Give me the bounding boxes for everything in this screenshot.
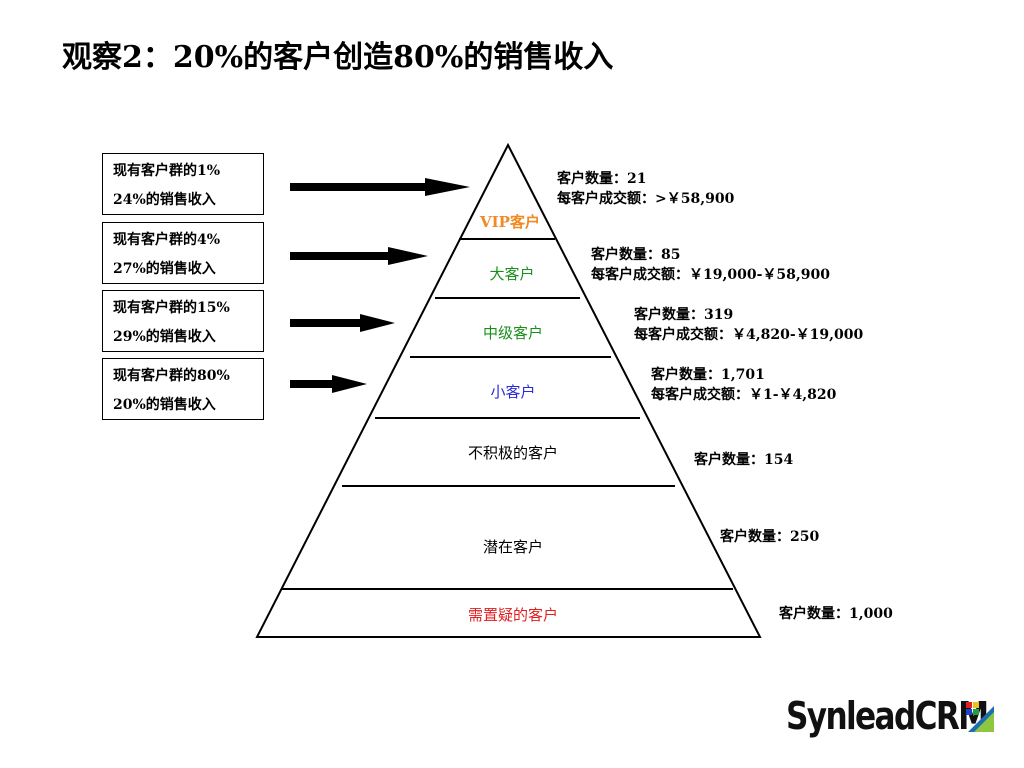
segment-box-top15: 现有客户群的15% 29%的销售收入 — [102, 290, 264, 352]
segment-share-label: 现有客户群的4% — [113, 232, 221, 248]
tier-stats-medium: 客户数量：319 每客户成交额：￥4,820-￥19,000 — [634, 305, 863, 345]
deal-amount: 每客户成交额：￥1-￥4,820 — [651, 387, 837, 403]
segment-box-top1: 现有客户群的1% 24%的销售收入 — [102, 153, 264, 215]
segment-box-top4: 现有客户群的4% 27%的销售收入 — [102, 222, 264, 284]
deal-amount: 每客户成交额：>￥58,900 — [557, 191, 735, 207]
segment-share-label: 现有客户群的1% — [113, 163, 221, 179]
arrow-right-icon — [290, 375, 367, 393]
customer-count: 客户数量：1,000 — [779, 606, 893, 622]
customer-count: 客户数量：154 — [694, 452, 794, 468]
tier-label-small: 小客户 — [490, 383, 536, 401]
logo-mark-icon — [966, 702, 994, 732]
pyramid-outline — [255, 142, 762, 638]
tier-stats-inactive: 客户数量：154 — [694, 450, 793, 470]
deal-amount: 每客户成交额：￥4,820-￥19,000 — [634, 327, 864, 343]
customer-count: 客户数量：21 — [557, 171, 647, 187]
tier-stats-small: 客户数量：1,701 每客户成交额：￥1-￥4,820 — [651, 365, 836, 405]
customer-count: 客户数量：319 — [634, 307, 734, 323]
tier-stats-large: 客户数量：85 每客户成交额：￥19,000-￥58,900 — [591, 245, 830, 285]
tier-label-vip: VIP客户 — [480, 213, 540, 231]
deal-amount: 每客户成交额：￥19,000-￥58,900 — [591, 267, 830, 283]
segment-revenue-label: 24%的销售收入 — [113, 192, 216, 208]
brand-logo: SynleadCRM — [786, 694, 989, 738]
customer-count: 客户数量：85 — [591, 247, 681, 263]
segment-revenue-label: 20%的销售收入 — [113, 397, 216, 413]
customer-count: 客户数量：1,701 — [651, 367, 765, 383]
arrow-right-icon — [290, 178, 470, 196]
arrow-right-icon — [290, 247, 428, 265]
segment-revenue-label: 27%的销售收入 — [113, 261, 216, 277]
segment-box-rest80: 现有客户群的80% 20%的销售收入 — [102, 358, 264, 420]
tier-label-inactive: 不积极的客户 — [467, 444, 559, 462]
tier-stats-questionable: 客户数量：1,000 — [779, 604, 893, 624]
segment-share-label: 现有客户群的15% — [113, 300, 230, 316]
segment-share-label: 现有客户群的80% — [113, 368, 230, 384]
segment-revenue-label: 29%的销售收入 — [113, 329, 216, 345]
customer-count: 客户数量：250 — [720, 529, 820, 545]
tier-stats-potential: 客户数量：250 — [720, 527, 819, 547]
tier-stats-vip: 客户数量：21 每客户成交额：>￥58,900 — [557, 169, 734, 209]
tier-label-questionable: 需置疑的客户 — [467, 606, 559, 624]
tier-label-large: 大客户 — [489, 265, 535, 283]
tier-label-medium: 中级客户 — [482, 324, 544, 342]
tier-label-potential: 潜在客户 — [482, 538, 544, 556]
page-title: 观察2：20%的客户创造80%的销售收入 — [62, 40, 614, 75]
arrow-right-icon — [290, 314, 395, 332]
